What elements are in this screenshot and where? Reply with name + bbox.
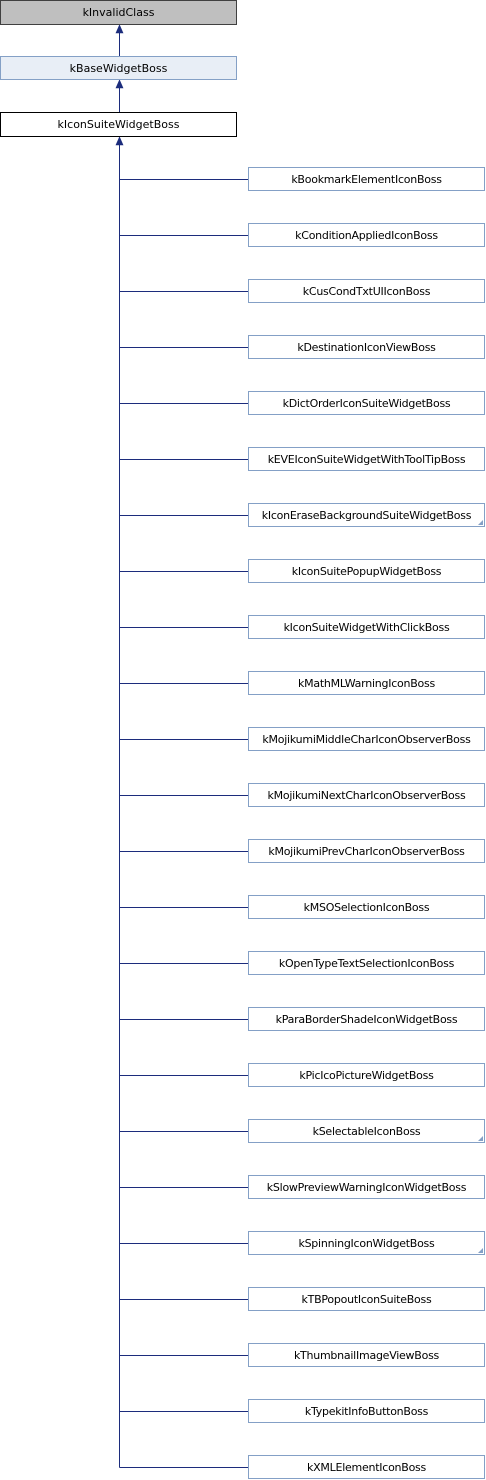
child-node-label: kMojikumiPrevCharIconObserverBoss: [268, 844, 465, 858]
child-node[interactable]: kIconSuitePopupWidgetBoss: [248, 559, 485, 583]
child-node[interactable]: kSlowPreviewWarningIconWidgetBoss: [248, 1175, 485, 1199]
child-node-label: kThumbnailImageViewBoss: [293, 1348, 440, 1362]
child-node[interactable]: kMSOSelectionIconBoss: [248, 895, 485, 919]
child-node-label: kMathMLWarningIconBoss: [298, 676, 435, 690]
child-node-label: kIconSuiteWidgetWithClickBoss: [283, 620, 450, 634]
child-node-label: kIconEraseBackgroundSuiteWidgetBoss: [261, 508, 472, 522]
child-node-label: kCusCondTxtUIIconBoss: [302, 284, 431, 298]
node-kbasewidgetboss[interactable]: kBaseWidgetBoss: [0, 56, 237, 80]
child-node[interactable]: kIconSuiteWidgetWithClickBoss: [248, 615, 485, 639]
arrowhead-base: [115, 79, 124, 89]
child-node[interactable]: kMojikumiMiddleCharIconObserverBoss: [248, 727, 485, 751]
child-node[interactable]: kSpinningIconWidgetBoss: [248, 1231, 485, 1255]
child-node[interactable]: kDestinationIconViewBoss: [248, 335, 485, 359]
child-node-label: kSpinningIconWidgetBoss: [298, 1236, 435, 1250]
child-node-label: kBookmarkElementIconBoss: [291, 172, 442, 186]
child-node-label: kPicIcoPictureWidgetBoss: [299, 1068, 434, 1082]
more-subclasses-corner-icon: [478, 520, 483, 525]
child-node-label: kMojikumiNextCharIconObserverBoss: [267, 788, 466, 802]
arrowhead-main: [115, 136, 124, 146]
node-label: kIconSuiteWidgetBoss: [57, 118, 180, 131]
child-node[interactable]: kTypekitInfoButtonBoss: [248, 1399, 485, 1423]
child-node[interactable]: kConditionAppliedIconBoss: [248, 223, 485, 247]
node-kinvalidclass[interactable]: kInvalidClass: [0, 0, 237, 25]
child-node-label: kConditionAppliedIconBoss: [295, 228, 438, 242]
child-node-label: kIconSuitePopupWidgetBoss: [291, 564, 442, 578]
child-node[interactable]: kIconEraseBackgroundSuiteWidgetBoss: [248, 503, 485, 527]
child-node-label: kDestinationIconViewBoss: [297, 340, 436, 354]
child-node[interactable]: kCusCondTxtUIIconBoss: [248, 279, 485, 303]
child-node[interactable]: kDictOrderIconSuiteWidgetBoss: [248, 391, 485, 415]
child-node[interactable]: kOpenTypeTextSelectionIconBoss: [248, 951, 485, 975]
child-node[interactable]: kThumbnailImageViewBoss: [248, 1343, 485, 1367]
child-node[interactable]: kSelectableIconBoss: [248, 1119, 485, 1143]
child-node-label: kSelectableIconBoss: [312, 1124, 421, 1138]
child-node-label: kSlowPreviewWarningIconWidgetBoss: [266, 1180, 467, 1194]
child-node[interactable]: kPicIcoPictureWidgetBoss: [248, 1063, 485, 1087]
child-node[interactable]: kParaBorderShadeIconWidgetBoss: [248, 1007, 485, 1031]
arrowhead-root: [115, 24, 124, 34]
child-node[interactable]: kMojikumiNextCharIconObserverBoss: [248, 783, 485, 807]
child-node-label: kEVEIconSuiteWidgetWithToolTipBoss: [267, 452, 466, 466]
child-node-label: kParaBorderShadeIconWidgetBoss: [275, 1012, 458, 1026]
child-node[interactable]: kMojikumiPrevCharIconObserverBoss: [248, 839, 485, 863]
node-label: kInvalidClass: [82, 6, 155, 19]
child-node-label: kOpenTypeTextSelectionIconBoss: [278, 956, 455, 970]
child-node[interactable]: kBookmarkElementIconBoss: [248, 167, 485, 191]
node-kiconsuitewidgetboss[interactable]: kIconSuiteWidgetBoss: [0, 112, 237, 137]
more-subclasses-corner-icon: [478, 1248, 483, 1253]
child-node[interactable]: kXMLElementIconBoss: [248, 1455, 485, 1479]
child-node-label: kXMLElementIconBoss: [306, 1460, 427, 1474]
node-label: kBaseWidgetBoss: [69, 61, 168, 75]
child-node[interactable]: kEVEIconSuiteWidgetWithToolTipBoss: [248, 447, 485, 471]
child-node-label: kTBPopoutIconSuiteBoss: [301, 1292, 432, 1306]
more-subclasses-corner-icon: [478, 1136, 483, 1141]
child-node[interactable]: kTBPopoutIconSuiteBoss: [248, 1287, 485, 1311]
child-node[interactable]: kMathMLWarningIconBoss: [248, 671, 485, 695]
child-node-label: kTypekitInfoButtonBoss: [304, 1404, 429, 1418]
child-node-label: kMSOSelectionIconBoss: [303, 900, 430, 914]
child-node-label: kMojikumiMiddleCharIconObserverBoss: [262, 732, 471, 746]
child-node-label: kDictOrderIconSuiteWidgetBoss: [282, 396, 451, 410]
